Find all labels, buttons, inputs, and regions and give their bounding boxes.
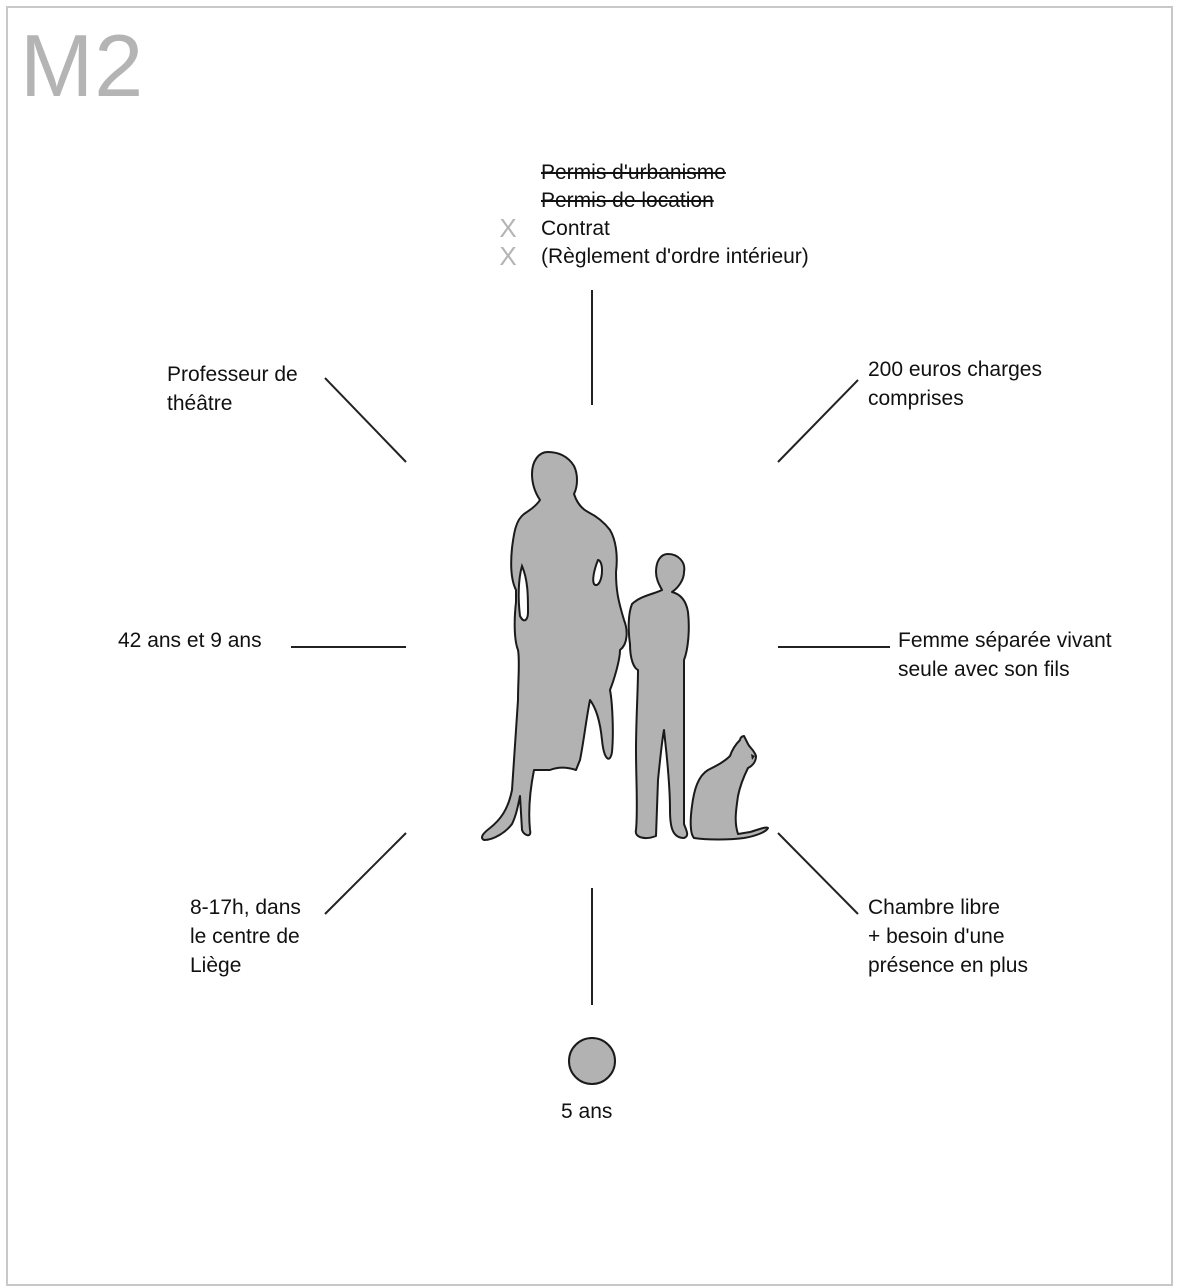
document-item-contrat: X Contrat: [499, 214, 610, 243]
cat-silhouette: [689, 735, 769, 841]
spoke-label-schedule: 8-17h, dans le centre de Liège: [190, 896, 301, 977]
cross-icon: X: [499, 241, 517, 271]
document-item-urbanisme: Permis d'urbanisme: [541, 158, 726, 187]
spoke-label-profession: Professeur de théâtre: [167, 363, 298, 415]
spoke-label-rent: 200 euros charges comprises: [868, 358, 1042, 410]
spoke-label-duration: 5 ans: [561, 1100, 613, 1123]
document-item-location: Permis de location: [541, 186, 714, 215]
cross-icon: X: [499, 213, 517, 243]
document-item-reglement: X (Règlement d'ordre intérieur): [499, 242, 809, 271]
cat-collar-mark: [751, 754, 755, 760]
woman-handbag-gap: [592, 558, 604, 586]
boy-silhouette: [627, 553, 690, 839]
spoke-label-motivation: Chambre libre + besoin d'une présence en…: [868, 896, 1028, 977]
woman-arm-gap: [517, 563, 530, 622]
spoke-line-top-right: [777, 379, 859, 463]
document-label: Contrat: [541, 217, 610, 240]
profile-code: M2: [20, 16, 145, 115]
spoke-line-bottom-left: [324, 832, 407, 915]
spoke-label-household: Femme séparée vivant seule avec son fils: [898, 629, 1112, 681]
woman-silhouette: [481, 451, 628, 841]
document-label: (Règlement d'ordre intérieur): [541, 245, 809, 268]
spoke-line-bottom-right: [777, 832, 859, 915]
document-label: Permis de location: [541, 189, 714, 212]
spoke-label-ages: 42 ans et 9 ans: [118, 629, 262, 652]
spoke-line-top-left: [324, 377, 407, 463]
duration-dot: [568, 1037, 616, 1085]
document-label: Permis d'urbanisme: [541, 161, 726, 184]
